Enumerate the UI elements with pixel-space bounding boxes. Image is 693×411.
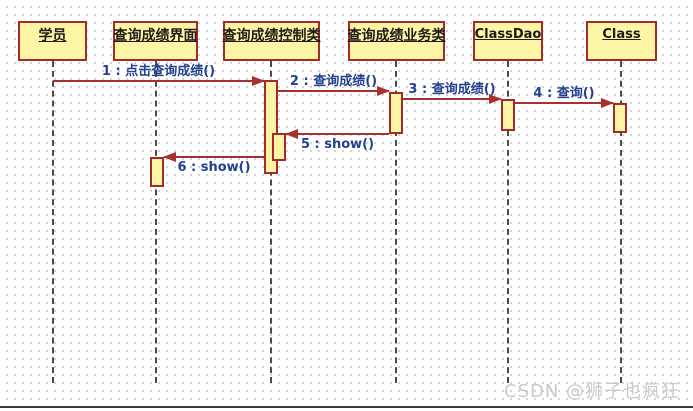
lifeline-student — [52, 61, 54, 383]
lifeline-class — [620, 61, 622, 383]
message-2-line — [278, 90, 389, 92]
message-1-arrowhead-icon — [252, 76, 265, 86]
object-box-student: 学员 — [18, 21, 87, 61]
message-2-label: 2 : 查询成绩() — [289, 73, 378, 89]
message-6: 6 : show() — [163, 152, 264, 175]
lifeline-query-score-ui — [155, 61, 157, 383]
message-4-arrowhead-icon — [601, 98, 614, 108]
message-6-arrowhead-icon — [163, 152, 176, 162]
message-3: 3 : 查询成绩() — [403, 82, 502, 104]
object-box-class-dao: ClassDao — [473, 21, 543, 61]
message-2: 2 : 查询成绩() — [278, 74, 390, 96]
object-label-student: 学员 — [38, 28, 67, 44]
activation-bar-controller-nested — [272, 133, 286, 161]
message-6-label: 6 : show() — [177, 160, 251, 175]
object-label-query-score-controller: 查询成绩控制类 — [222, 28, 321, 44]
message-3-label: 3 : 查询成绩() — [408, 81, 496, 97]
message-2-arrowhead-icon — [377, 86, 390, 96]
activation-bar-query-score-ui — [150, 157, 164, 187]
object-box-class: Class — [586, 21, 657, 61]
message-5-label: 5 : show() — [300, 137, 375, 152]
lifeline-query-score-service — [395, 61, 397, 383]
object-label-class-dao: ClassDao — [474, 27, 542, 42]
message-1-line — [53, 80, 264, 82]
object-label-class: Class — [602, 27, 641, 42]
object-box-query-score-controller: 查询成绩控制类 — [222, 21, 321, 61]
message-5: 5 : show() — [285, 129, 389, 152]
message-3-line — [403, 98, 501, 100]
object-label-query-score-service: 查询成绩业务类 — [347, 28, 446, 44]
message-1-label: 1 : 点击查询成绩() — [101, 63, 216, 79]
activation-bar-class — [613, 103, 627, 133]
object-box-query-score-ui: 查询成绩界面 — [113, 21, 198, 61]
bottom-border-line — [0, 406, 693, 408]
message-4-line — [515, 102, 613, 104]
message-5-line — [286, 133, 389, 135]
message-3-arrowhead-icon — [489, 94, 502, 104]
lifeline-class-dao — [507, 61, 509, 383]
message-6-line — [164, 156, 264, 158]
message-1: 1 : 点击查询成绩() — [53, 64, 265, 86]
csdn-watermark: CSDN @狮子也疯狂 — [504, 381, 681, 402]
message-5-arrowhead-icon — [285, 129, 298, 139]
object-box-query-score-service: 查询成绩业务类 — [347, 21, 446, 61]
activation-bar-service — [389, 92, 403, 134]
lifeline-query-score-controller — [270, 61, 272, 383]
message-4: 4 : 查询() — [515, 86, 614, 108]
object-label-query-score-ui: 查询成绩界面 — [113, 28, 198, 44]
activation-bar-class-dao — [501, 99, 515, 131]
message-4-label: 4 : 查询() — [533, 85, 595, 101]
